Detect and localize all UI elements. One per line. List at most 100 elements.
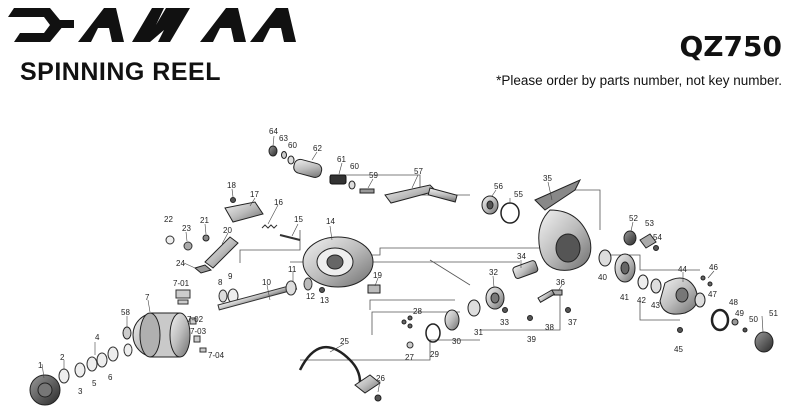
part-60b [348,180,356,190]
part-48 [710,308,730,332]
label-part-21: 21 [200,216,209,225]
label-part-12: 12 [306,292,315,301]
part-45 [677,327,683,333]
label-part-5: 5 [92,379,97,388]
label-part-58: 58 [121,308,130,317]
label-part-31: 31 [474,328,483,337]
part-40 [598,249,612,267]
label-part-25: 25 [340,337,349,346]
label-part-36: 36 [556,278,565,287]
part-17-bail-arm [224,201,264,223]
label-part-9: 9 [228,272,233,281]
label-part-39: 39 [527,335,536,344]
label-part-18: 18 [227,181,236,190]
part-49 [731,318,739,326]
label-part-57: 57 [414,167,423,176]
part-44-side-cover [659,277,698,315]
label-part-7-03: 7-03 [190,327,207,336]
label-part-16: 16 [274,198,283,207]
label-part-52: 52 [629,214,638,223]
label-part-26: 26 [376,374,385,383]
part-31 [467,299,481,317]
label-part-56: 56 [494,182,503,191]
label-part-3: 3 [78,387,83,396]
label-part-28: 28 [413,307,422,316]
part-42 [637,274,649,290]
label-part-33: 33 [500,318,509,327]
label-part-17: 17 [250,190,259,199]
part-23 [183,241,193,251]
part-39 [527,315,533,321]
label-part-45: 45 [674,345,683,354]
label-part-23: 23 [182,224,191,233]
brand-logo [8,8,296,42]
part-25-bail-wire [298,345,362,383]
part-19 [367,284,381,294]
label-part-32: 32 [489,268,498,277]
part-52 [623,230,637,246]
label-part-1: 1 [38,361,43,370]
label-part-7-01: 7-01 [173,279,190,288]
part-59 [359,188,375,194]
label-part-63: 63 [279,134,288,143]
part-14-rotor [302,236,374,288]
part-21 [202,234,210,242]
part-51-handle-cap [754,331,774,353]
label-part-19: 19 [373,271,382,280]
label-part-7: 7 [145,293,150,302]
order-note: *Please order by parts number, not key n… [496,73,782,88]
part-46-screws [700,275,713,287]
part-28-screws [401,315,413,329]
label-part-8: 8 [218,278,223,287]
part-41-drive-gear [614,253,636,283]
label-part-64: 64 [269,127,278,136]
part-26-line-roller [354,374,382,402]
label-part-49: 49 [735,309,744,318]
model-number: QZ750 [679,30,782,63]
part-7-spool [132,312,191,358]
part-29 [425,323,441,343]
label-part-46: 46 [709,263,718,272]
label-part-24: 24 [176,259,185,268]
part-13 [319,287,325,293]
label-part-34: 34 [517,252,526,261]
part-16-spring [261,224,278,229]
label-part-51: 51 [769,309,778,318]
product-type-heading: SPINNING REEL [20,58,221,86]
label-part-40: 40 [598,273,607,282]
label-part-54: 54 [653,233,662,242]
label-part-61: 61 [337,155,346,164]
part-18 [230,197,236,203]
part-35-reel-body [534,178,592,271]
label-part-14: 14 [326,217,335,226]
part-20-bail-holder [204,236,239,269]
label-part-43: 43 [651,301,660,310]
part-37 [565,307,571,313]
label-part-37: 37 [568,318,577,327]
label-part-29: 29 [430,350,439,359]
label-part-47: 47 [708,290,717,299]
label-part-20: 20 [223,226,232,235]
part-60a [287,155,295,165]
label-part-35: 35 [543,174,552,183]
parts-7-sub [175,289,207,353]
part-12 [303,277,313,291]
part-1-drag-knob [29,374,61,406]
label-part-7-02: 7-02 [187,315,204,324]
part-62 [293,158,323,178]
part-47 [694,292,706,308]
part-24 [193,264,213,274]
label-part-55: 55 [514,190,523,199]
label-part-10: 10 [262,278,271,287]
label-part-13: 13 [320,296,329,305]
part-30 [444,309,460,331]
part-34 [512,260,539,279]
part-55 [500,202,520,224]
label-part-7-04: 7-04 [208,351,225,360]
label-part-48: 48 [729,298,738,307]
part-58 [122,326,132,340]
part-61 [329,174,347,185]
parts-2-6-washers [58,343,133,384]
label-part-41: 41 [620,293,629,302]
